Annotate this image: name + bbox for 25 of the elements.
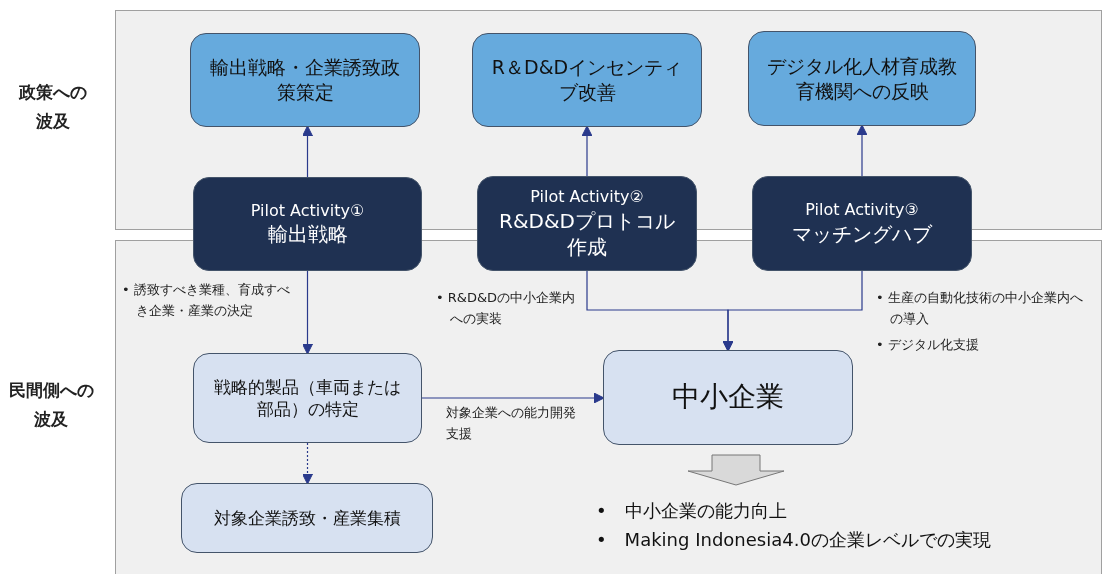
arrow [421, 392, 605, 404]
arrow [302, 270, 313, 355]
outcome-box: 対象企業誘致・産業集積 [181, 483, 433, 553]
arrow [302, 442, 313, 485]
activity-box: Pilot Activity② R&D&Dプロトコル作成 [477, 176, 697, 271]
policy-box: 輸出戦略・企業誘致政策策定 [190, 33, 420, 127]
arrow [581, 125, 593, 177]
side-heading: 政策への波及 [18, 81, 88, 133]
activity-box: Pilot Activity① 輸出戦略 [193, 177, 422, 271]
block-arrow [687, 454, 785, 486]
bullet-text: • 中小企業の能力向上 [596, 499, 788, 523]
policy-box: デジタル化人材育成教育機関への反映 [748, 31, 976, 126]
activity-box: Pilot Activity③ マッチングハブ [752, 176, 972, 271]
outcome-box: 戦略的製品（車両または部品）の特定 [193, 353, 422, 443]
arrow [302, 125, 313, 178]
policy-box: R＆D&Dインセンティブ改善 [472, 33, 702, 127]
bullet-text: • R&D&Dの中小企業内への実装 [436, 289, 577, 328]
bullet-text: • 生産の自動化技術の中小企業内への導入 [876, 289, 1084, 328]
arrow [856, 124, 868, 177]
bullet-text: • 誘致すべき業種、育成すべき企業・産業の決定 [122, 281, 291, 320]
arrow [722, 270, 863, 352]
outcome-box: 中小企業 [603, 350, 853, 445]
bullet-text: • Making Indonesia4.0の企業レベルでの実現 [596, 527, 992, 552]
side-heading: 民間側への波及 [8, 379, 94, 431]
bullet-text: • デジタル化支援 [876, 336, 980, 354]
